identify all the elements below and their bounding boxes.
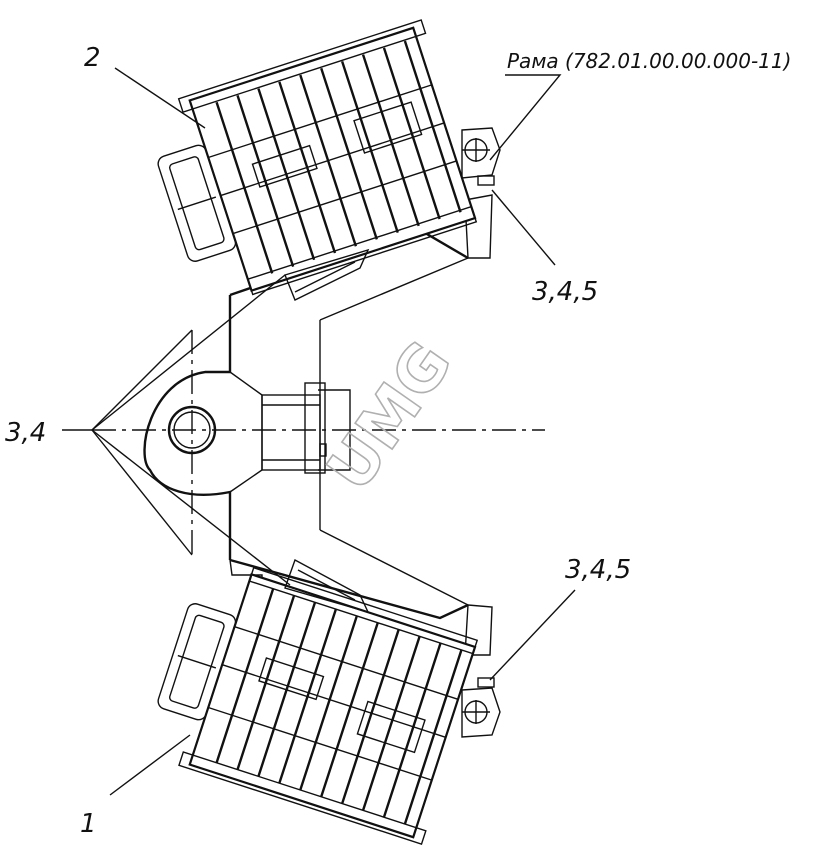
spring-clip-lower bbox=[284, 558, 370, 614]
leader-lines bbox=[62, 67, 576, 796]
pad-assembly-2 bbox=[157, 19, 478, 296]
frame-reference-label: Рама (782.01.00.00.000-11) bbox=[507, 49, 791, 73]
lug-upper bbox=[461, 127, 501, 186]
callout-345-top: 3,4,5 bbox=[532, 277, 598, 307]
pad-grid-bars-upper bbox=[208, 40, 462, 274]
lug-lower bbox=[461, 677, 501, 738]
pad-grid-bars-lower bbox=[208, 588, 463, 825]
callout-2: 2 bbox=[84, 43, 101, 73]
handle-lower bbox=[157, 603, 237, 721]
pad-assembly-1 bbox=[157, 566, 479, 845]
callout-345-bottom: 3,4,5 bbox=[565, 555, 631, 585]
handle-upper bbox=[157, 144, 237, 262]
watermark-logo: UMG bbox=[312, 328, 465, 503]
callout-34: 3,4 bbox=[5, 418, 46, 448]
spring-clip-upper bbox=[284, 248, 370, 301]
callout-1: 1 bbox=[80, 809, 97, 839]
